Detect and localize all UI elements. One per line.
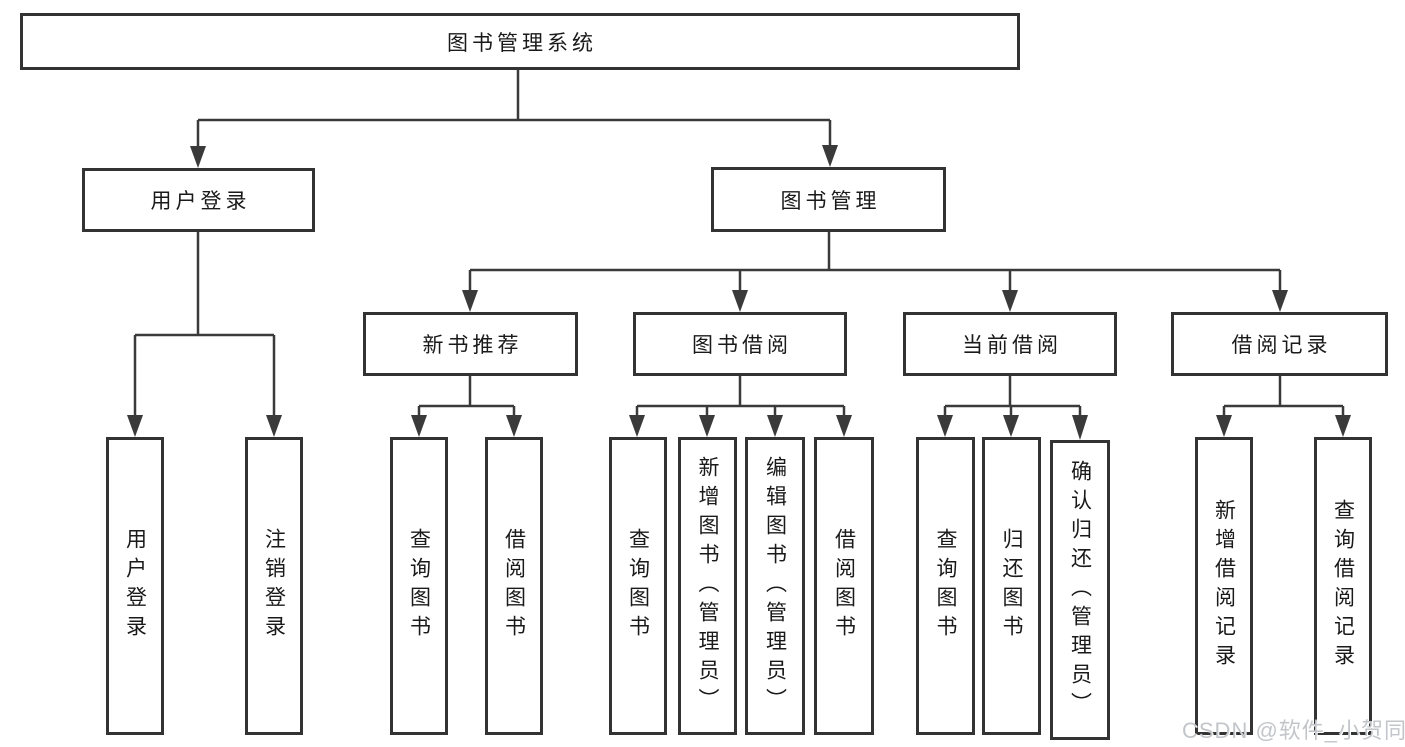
node-new-book-recommend-label: 新书推荐	[422, 334, 523, 357]
leaf-logout: 注销登录	[245, 437, 303, 735]
node-borrow-record: 借阅记录	[1171, 312, 1388, 376]
node-new-book-recommend: 新书推荐	[363, 312, 578, 376]
leaf-logout-label: 注销登录	[262, 528, 286, 644]
leaf-add-borrow-record-label: 新增借阅记录	[1212, 499, 1236, 673]
leaf-user-login-label: 用户登录	[123, 528, 147, 644]
leaf-user-login: 用户登录	[106, 437, 164, 735]
node-user-login: 用户登录	[82, 168, 315, 232]
node-current-borrow: 当前借阅	[903, 312, 1117, 376]
leaf-query-borrow-record-label: 查询借阅记录	[1331, 499, 1355, 673]
leaf-add-book-admin: 新增图书（管理员）	[678, 437, 737, 735]
leaf-borrow-books-2: 借阅图书	[814, 437, 874, 735]
leaf-borrow-books-2-label: 借阅图书	[832, 528, 856, 644]
leaf-confirm-return-admin-label: 确认归还（管理员）	[1068, 459, 1092, 721]
leaf-borrow-books-recommend: 借阅图书	[485, 437, 543, 735]
leaf-query-books-current-label: 查询图书	[934, 528, 957, 644]
leaf-confirm-return-admin: 确认归还（管理员）	[1050, 440, 1110, 740]
csdn-watermark: CSDN @软件_小贺同学	[1182, 718, 1405, 743]
leaf-query-books-recommend-label: 查询图书	[407, 528, 431, 644]
leaf-edit-book-admin-label: 编辑图书（管理员）	[763, 455, 787, 717]
node-user-login-label: 用户登录	[150, 190, 251, 213]
leaf-query-books-borrow-label: 查询图书	[626, 528, 650, 644]
leaf-query-books-recommend: 查询图书	[390, 437, 448, 735]
node-book-management: 图书管理	[711, 167, 946, 232]
leaf-add-borrow-record: 新增借阅记录	[1195, 437, 1253, 735]
node-root: 图书管理系统	[20, 13, 1020, 70]
node-book-borrow-label: 图书借阅	[692, 334, 792, 357]
node-root-label: 图书管理系统	[447, 31, 597, 55]
leaf-borrow-books-recommend-label: 借阅图书	[502, 528, 526, 644]
leaf-add-book-admin-label: 新增图书（管理员）	[696, 455, 719, 717]
node-borrow-record-label: 借阅记录	[1231, 334, 1332, 357]
leaf-return-book: 归还图书	[982, 437, 1041, 735]
leaf-return-book-label: 归还图书	[1000, 528, 1023, 644]
leaf-query-books-current: 查询图书	[916, 437, 975, 735]
node-book-management-label: 图书管理	[780, 189, 881, 213]
node-current-borrow-label: 当前借阅	[962, 334, 1062, 357]
node-book-borrow: 图书借阅	[633, 312, 847, 376]
leaf-edit-book-admin: 编辑图书（管理员）	[745, 437, 805, 735]
leaf-query-books-borrow: 查询图书	[609, 437, 667, 735]
leaf-query-borrow-record: 查询借阅记录	[1314, 437, 1372, 735]
arrowheads	[127, 145, 1351, 440]
